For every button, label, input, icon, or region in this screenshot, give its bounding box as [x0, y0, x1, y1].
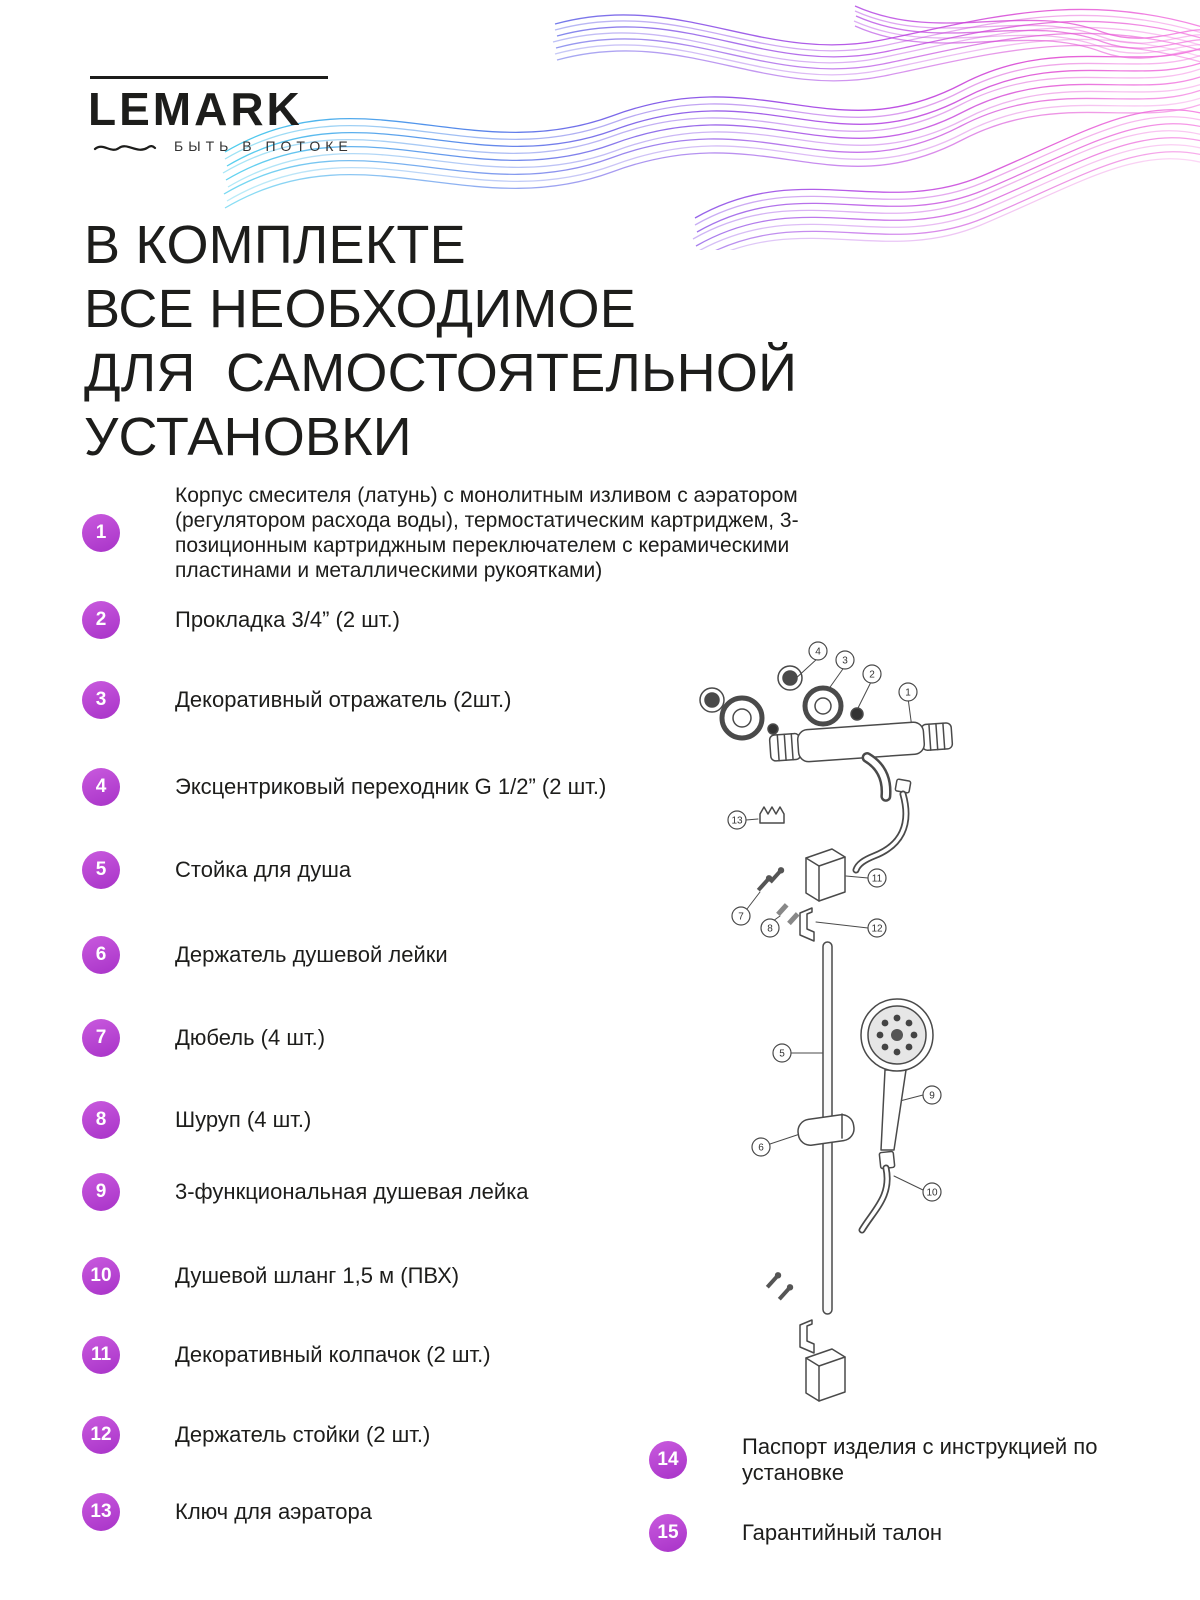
mixer-body-drawing — [768, 721, 954, 802]
diagram-callout: 7 — [731, 906, 751, 926]
svg-text:1: 1 — [905, 688, 911, 699]
svg-text:13: 13 — [731, 816, 743, 827]
svg-text:8: 8 — [767, 924, 773, 935]
gasket-drawing — [767, 707, 864, 735]
logo-wave-icon — [93, 145, 157, 151]
item-text: Ключ для аэратора — [175, 1499, 372, 1524]
item-text: Эксцентриковый переходник G 1/2” (2 шт.) — [175, 774, 607, 799]
svg-text:4: 4 — [815, 647, 821, 658]
diagram-callout: 10 — [922, 1182, 942, 1202]
kit-item: 10 Душевой шланг 1,5 м (ПВХ) — [82, 1257, 459, 1295]
kit-item: 14 Паспорт изделия с инструкцией по уста… — [649, 1434, 1162, 1486]
svg-text:5: 5 — [779, 1049, 785, 1060]
svg-text:10: 10 — [926, 1188, 938, 1199]
callout-leader-lines — [745, 657, 924, 1191]
diagram-callout: 12 — [867, 918, 887, 938]
kit-item: 13 Ключ для аэратора — [82, 1493, 372, 1531]
item-number-badge: 1 — [82, 514, 120, 552]
brand-tagline: БЫТЬ В ПОТОКЕ — [174, 138, 353, 154]
diagram-callout: 5 — [772, 1043, 792, 1063]
item-text: Держатель стойки (2 шт.) — [175, 1422, 431, 1447]
aerator-key-drawing — [759, 806, 785, 824]
item-text: Стойка для душа — [175, 857, 352, 882]
svg-text:2: 2 — [869, 670, 875, 681]
hose-connector-drawing — [858, 1150, 896, 1234]
kit-item: 6 Держатель душевой лейки — [82, 936, 448, 974]
diagram-callout: 6 — [751, 1137, 771, 1157]
diagram-callout: 8 — [760, 918, 780, 938]
kit-item: 3 Декоративный отражатель (2шт.) — [82, 681, 511, 719]
item-number-badge: 8 — [82, 1101, 120, 1139]
diagram-callout: 2 — [862, 664, 882, 684]
shower-holder-drawing — [797, 1113, 855, 1146]
item-text: Корпус смесителя (латунь) с монолитным и… — [175, 484, 799, 582]
kit-item: 15 Гарантийный талон — [649, 1514, 942, 1552]
item-text: Дюбель (4 шт.) — [175, 1025, 326, 1050]
diagram-callout: 13 — [727, 810, 747, 830]
svg-text:3: 3 — [842, 656, 848, 667]
kit-item: 2 Прокладка 3/4” (2 шт.) — [82, 601, 400, 639]
item-number-badge: 2 — [82, 601, 120, 639]
screw-drawing — [756, 867, 785, 892]
kit-item: 4 Эксцентриковый переходник G 1/2” (2 шт… — [82, 768, 606, 806]
item-text: Шуруп (4 шт.) — [175, 1107, 312, 1132]
dowel-drawing — [776, 903, 800, 926]
kit-item: 8 Шуруп (4 шт.) — [82, 1101, 311, 1139]
kit-item: 5 Стойка для душа — [82, 851, 351, 889]
kit-item: 11 Декоративный колпачок (2 шт.) — [82, 1336, 491, 1374]
page-title-line: ВСЕ НЕОБХОДИМОЕ — [84, 279, 636, 339]
page-title-line: ДЛЯ САМОСТОЯТЕЛЬНОЙ — [84, 343, 798, 403]
flexible-hose-upper-drawing — [852, 778, 912, 874]
diagram-callouts: 1 2 3 4 5 6 7 — [727, 641, 942, 1202]
diagram-callout: 9 — [922, 1085, 942, 1105]
top-cap-drawing — [805, 848, 846, 902]
diagram-callout: 4 — [808, 641, 828, 661]
item-text: Прокладка 3/4” (2 шт.) — [175, 607, 400, 632]
item-text: Декоративный отражатель (2шт.) — [175, 687, 512, 712]
item-number-badge: 4 — [82, 768, 120, 806]
eccentric-adapter-drawing — [699, 665, 803, 713]
item-text: Держатель душевой лейки — [175, 942, 448, 967]
svg-text:9: 9 — [929, 1091, 935, 1102]
item-number-badge: 10 — [82, 1257, 120, 1295]
item-text: Гарантийный талон — [742, 1520, 943, 1545]
item-text: 3-функциональная душевая лейка — [175, 1179, 529, 1204]
item-text: Декоративный колпачок (2 шт.) — [175, 1342, 491, 1367]
bottom-screws-drawing — [765, 1272, 794, 1301]
svg-text:11: 11 — [872, 874, 883, 885]
item-number-badge: 9 — [82, 1173, 120, 1211]
item-number-badge: 11 — [82, 1336, 120, 1374]
diagram-callout: 11 — [867, 868, 887, 888]
page-title-line: УСТАНОВКИ — [84, 407, 412, 467]
bottom-cap-drawing — [805, 1348, 846, 1402]
item-number-badge: 12 — [82, 1416, 120, 1454]
page-title: В КОМПЛЕКТЕ ВСЕ НЕОБХОДИМОЕ ДЛЯ САМОСТОЯ… — [84, 213, 797, 469]
item-number-badge: 15 — [649, 1514, 687, 1552]
diagram-callout: 1 — [898, 682, 918, 702]
diagram-callout: 3 — [835, 650, 855, 670]
product-diagram: 1 2 3 4 5 6 7 — [699, 641, 954, 1402]
svg-text:7: 7 — [738, 912, 744, 923]
item-number-badge: 14 — [649, 1441, 687, 1479]
item-number-badge: 13 — [82, 1493, 120, 1531]
item-text: Душевой шланг 1,5 м (ПВХ) — [175, 1263, 460, 1288]
item-number-badge: 3 — [82, 681, 120, 719]
brand-logo: LEMARK — [88, 83, 303, 135]
item-number-badge: 5 — [82, 851, 120, 889]
decorative-reflector-drawing — [719, 685, 844, 741]
hand-shower-drawing — [860, 998, 934, 1151]
bar-bracket-drawing — [799, 907, 815, 942]
kit-item: 1 Корпус смесителя (латунь) с монолитным… — [82, 483, 885, 583]
page-title-line: В КОМПЛЕКТЕ — [84, 215, 466, 275]
kit-item: 7 Дюбель (4 шт.) — [82, 1019, 325, 1057]
item-number-badge: 7 — [82, 1019, 120, 1057]
kit-item: 12 Держатель стойки (2 шт.) — [82, 1416, 430, 1454]
svg-text:6: 6 — [758, 1143, 764, 1154]
bottom-bracket-drawing — [799, 1319, 815, 1354]
item-text: Паспорт изделия с инструкцией по установ… — [742, 1434, 1098, 1485]
logo-rule — [90, 76, 328, 79]
kit-item: 9 3-функциональная душевая лейка — [82, 1173, 529, 1211]
svg-text:12: 12 — [871, 924, 883, 935]
item-number-badge: 6 — [82, 936, 120, 974]
